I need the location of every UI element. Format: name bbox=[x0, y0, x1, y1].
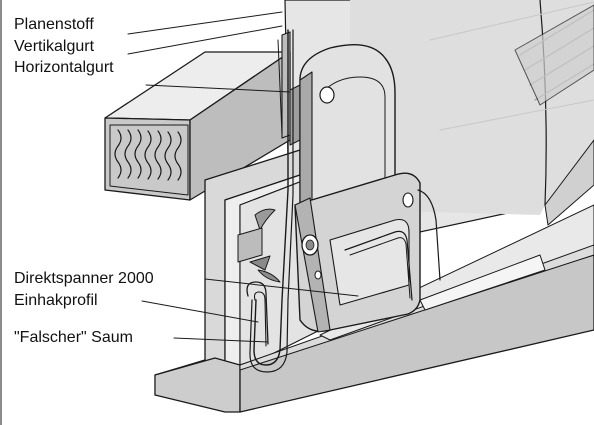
callout-lines bbox=[127, 11, 359, 343]
label-planenstoff: Planenstoff bbox=[14, 16, 94, 33]
callout-line-saum bbox=[173, 337, 269, 343]
direktspanner-clamp bbox=[294, 44, 441, 333]
callout-line-direktspanner bbox=[204, 278, 359, 297]
label-horizontalgurt: Horizontalgurt bbox=[14, 59, 114, 76]
belts bbox=[246, 29, 301, 373]
callout-line-planenstoff bbox=[127, 11, 283, 35]
label-saum: "Falscher" Saum bbox=[14, 329, 133, 346]
callout-line-einhakprofil bbox=[141, 300, 259, 323]
callout-line-vertikalgurt bbox=[127, 25, 283, 55]
label-vertikalgurt: Vertikalgurt bbox=[14, 38, 95, 55]
label-direktspanner: Direktspanner 2000 bbox=[14, 270, 154, 287]
label-einhakprofil: Einhakprofil bbox=[14, 292, 98, 309]
callout-line-horizontalgurt bbox=[145, 84, 291, 93]
